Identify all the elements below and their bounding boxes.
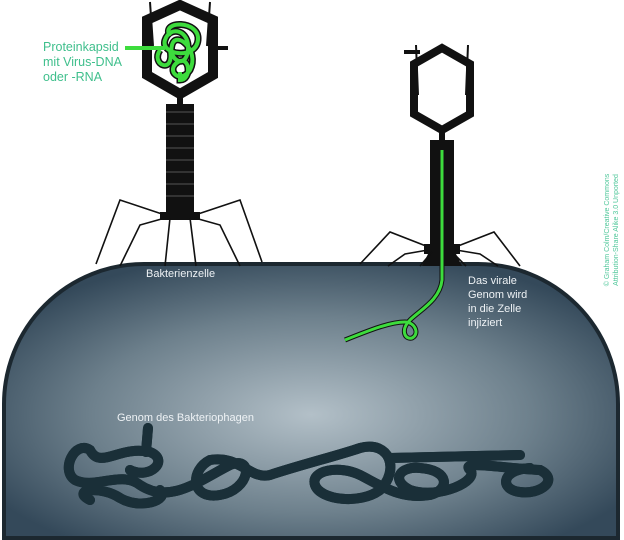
injection-label-line: Genom wird [468,289,528,301]
capsid-label-line: oder -RNA [43,70,103,84]
copyright-notice: © Graham Colm/Creative Commons Attributi… [603,174,621,287]
injection-label-line: in die Zelle [468,303,522,315]
copyright-line: © Graham Colm/Creative Commons [604,173,611,287]
injection-label-line: Das virale [468,275,517,287]
copyright-line: Attribution-Share Alike 3.0 Unported [613,174,620,286]
capsid-label-line: Proteinkapsid [43,40,119,54]
cell-label: Bakterienzelle [146,268,216,280]
injection-label: Das virale Genom wird in die Zelle injiz… [468,274,527,330]
phage-genome [69,423,548,503]
genome-label: Genom des Bakteriophagen [117,412,254,424]
capsid-label: Proteinkapsid mit Virus-DNA oder -RNA [43,40,122,85]
capsid-label-line: mit Virus-DNA [43,55,122,69]
injection-label-line: injiziert [468,317,503,329]
bacteriophage-1 [95,0,263,267]
